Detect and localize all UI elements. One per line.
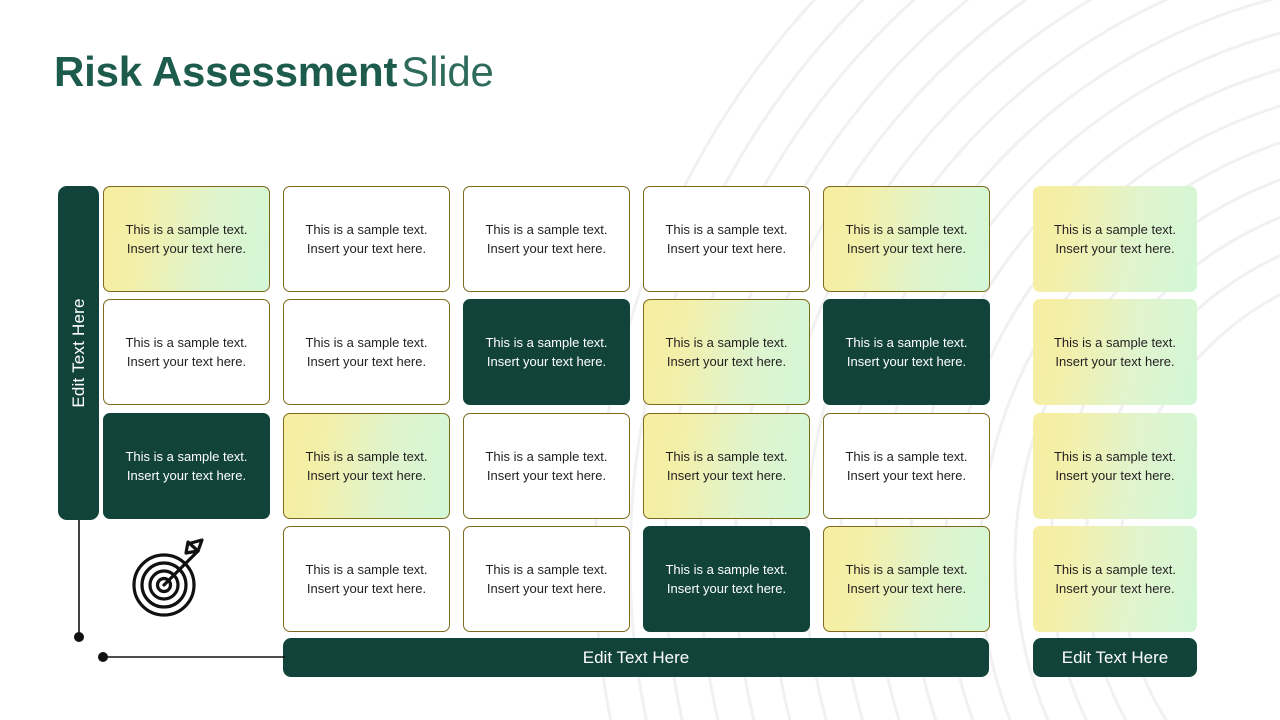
side-card[interactable]: This is a sample text. Insert your text …: [1033, 299, 1197, 405]
side-card[interactable]: This is a sample text. Insert your text …: [1033, 186, 1197, 292]
risk-card[interactable]: This is a sample text. Insert your text …: [463, 299, 630, 405]
risk-card[interactable]: This is a sample text. Insert your text …: [463, 413, 630, 519]
card-grid-row: This is a sample text. Insert your text …: [103, 526, 990, 632]
risk-card[interactable]: This is a sample text. Insert your text …: [823, 186, 990, 292]
risk-card[interactable]: This is a sample text. Insert your text …: [643, 526, 810, 632]
side-card[interactable]: This is a sample text. Insert your text …: [1033, 526, 1197, 632]
risk-card[interactable]: This is a sample text. Insert your text …: [643, 299, 810, 405]
risk-card[interactable]: This is a sample text. Insert your text …: [283, 186, 450, 292]
risk-card[interactable]: This is a sample text. Insert your text …: [283, 299, 450, 405]
risk-card[interactable]: This is a sample text. Insert your text …: [823, 413, 990, 519]
card-grid-row: This is a sample text. Insert your text …: [103, 413, 990, 519]
left-vertical-label-bar[interactable]: Edit Text Here: [58, 186, 99, 520]
risk-card[interactable]: This is a sample text. Insert your text …: [643, 413, 810, 519]
risk-card[interactable]: This is a sample text. Insert your text …: [463, 186, 630, 292]
risk-card[interactable]: This is a sample text. Insert your text …: [283, 413, 450, 519]
grid-footer-label: Edit Text Here: [582, 647, 690, 667]
page-title: Risk AssessmentSlide: [54, 46, 494, 98]
risk-card[interactable]: This is a sample text. Insert your text …: [103, 186, 270, 292]
risk-card-grid: This is a sample text. Insert your text …: [103, 186, 990, 632]
grid-footer-bar[interactable]: Edit Text Here: [283, 638, 989, 677]
risk-card[interactable]: This is a sample text. Insert your text …: [103, 299, 270, 405]
risk-card[interactable]: This is a sample text. Insert your text …: [643, 186, 810, 292]
risk-card[interactable]: This is a sample text. Insert your text …: [823, 299, 990, 405]
target-bullseye-arrow-icon: [119, 530, 217, 628]
right-column-footer-label: Edit Text Here: [1061, 647, 1169, 667]
risk-card[interactable]: This is a sample text. Insert your text …: [283, 526, 450, 632]
card-grid-row: This is a sample text. Insert your text …: [103, 299, 990, 405]
left-vertical-label-text: Edit Text Here: [68, 298, 88, 408]
card-grid-row: This is a sample text. Insert your text …: [103, 186, 990, 292]
right-column-footer-bar[interactable]: Edit Text Here: [1033, 638, 1197, 677]
page-title-bold: Risk Assessment: [54, 48, 398, 95]
risk-card[interactable]: This is a sample text. Insert your text …: [103, 413, 270, 519]
risk-card-empty-slot: [103, 526, 270, 632]
risk-card[interactable]: This is a sample text. Insert your text …: [463, 526, 630, 632]
page-title-light: Slide: [401, 48, 494, 95]
risk-card[interactable]: This is a sample text. Insert your text …: [823, 526, 990, 632]
side-card[interactable]: This is a sample text. Insert your text …: [1033, 413, 1197, 519]
right-side-column: This is a sample text. Insert your text …: [1033, 186, 1197, 677]
